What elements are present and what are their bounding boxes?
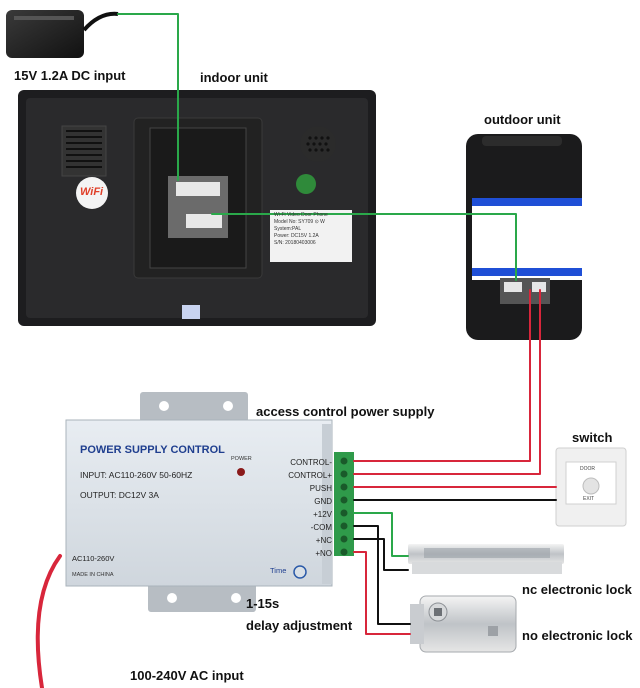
green-wire-outdoor — [211, 213, 517, 281]
wire-control-minus — [353, 289, 531, 462]
sticker-line: Wi-Fi Video Door Phone — [274, 212, 328, 218]
green-wire-dc — [117, 13, 179, 181]
wire-nc — [353, 538, 409, 571]
terminal-label-control-minus: CONTROL- — [290, 458, 332, 467]
indoor-label-sticker — [270, 210, 352, 262]
exit-button-bottom-text: EXIT — [583, 496, 595, 502]
dc-input-label: 15V 1.2A DC input — [14, 68, 126, 83]
exit-switch — [555, 447, 627, 527]
psu-title: POWER SUPPLY CONTROL — [80, 444, 225, 456]
psu-output-spec: OUTPUT: DC12V 3A — [80, 490, 159, 500]
psu-time-label: Time — [270, 566, 287, 575]
sticker-line: S/N: 20180403006 — [274, 240, 316, 246]
power-supply-label: access control power supply — [256, 404, 435, 419]
time-adjust-knob[interactable] — [293, 565, 307, 579]
sticker-line: System:PAL — [274, 226, 302, 232]
no-electronic-lock — [410, 595, 517, 653]
indoor-unit — [18, 90, 376, 326]
ac-input-label: 100-240V AC input — [130, 668, 244, 683]
psu-made-in: MADE IN CHINA — [72, 572, 114, 578]
ac-cable — [35, 554, 62, 688]
delay-range-label: 1-15s — [246, 596, 280, 611]
indoor-sticker-text: Wi-Fi Video Door Phone Model No: SY709 ⊙… — [274, 212, 328, 247]
terminal-label-12v: +12V — [313, 510, 332, 519]
sticker-line: Power: DC15V 1.2A — [274, 233, 319, 239]
access-control-power-supply — [65, 392, 354, 612]
wire-control-plus — [353, 289, 541, 475]
psu-ac-range: AC110-260V — [72, 554, 115, 563]
psu-power-led-label: POWER — [231, 456, 252, 462]
nc-electronic-lock — [408, 544, 564, 574]
psu-input-spec: INPUT: AC110-260V 50-60HZ — [80, 470, 193, 480]
sticker-line: Model No: SY709 ⊙ W — [274, 219, 325, 225]
outdoor-unit — [466, 134, 582, 340]
indoor-unit-label: indoor unit — [200, 70, 268, 85]
wire-no — [353, 551, 411, 635]
terminal-label-push: PUSH — [309, 484, 332, 493]
nc-lock-label: nc electronic lock — [522, 582, 632, 597]
wire-12v-nc — [353, 512, 409, 557]
terminal-labels: CONTROL- CONTROL+ PUSH GND +12V -COM +NC… — [260, 456, 332, 560]
terminal-label-nc: +NC — [315, 536, 332, 545]
no-lock-label: no electronic lock — [522, 628, 633, 643]
dc-power-adapter — [6, 10, 119, 58]
wifi-badge-text: WiFi — [80, 186, 104, 198]
wifi-logo-icon — [76, 177, 108, 209]
terminal-block — [334, 452, 354, 556]
terminal-label-gnd: GND — [314, 497, 332, 506]
terminal-label-com: -COM — [310, 523, 332, 532]
terminal-label-no: +NO — [315, 549, 332, 558]
delay-adjust-label: delay adjustment — [246, 618, 353, 633]
wiring — [35, 13, 557, 688]
exit-button-top-text: DOOR — [580, 466, 595, 472]
switch-label: switch — [572, 430, 613, 445]
wire-com — [353, 525, 411, 625]
outdoor-unit-label: outdoor unit — [484, 112, 561, 127]
terminal-label-control-plus: CONTROL+ — [288, 471, 332, 480]
power-led — [237, 468, 245, 476]
